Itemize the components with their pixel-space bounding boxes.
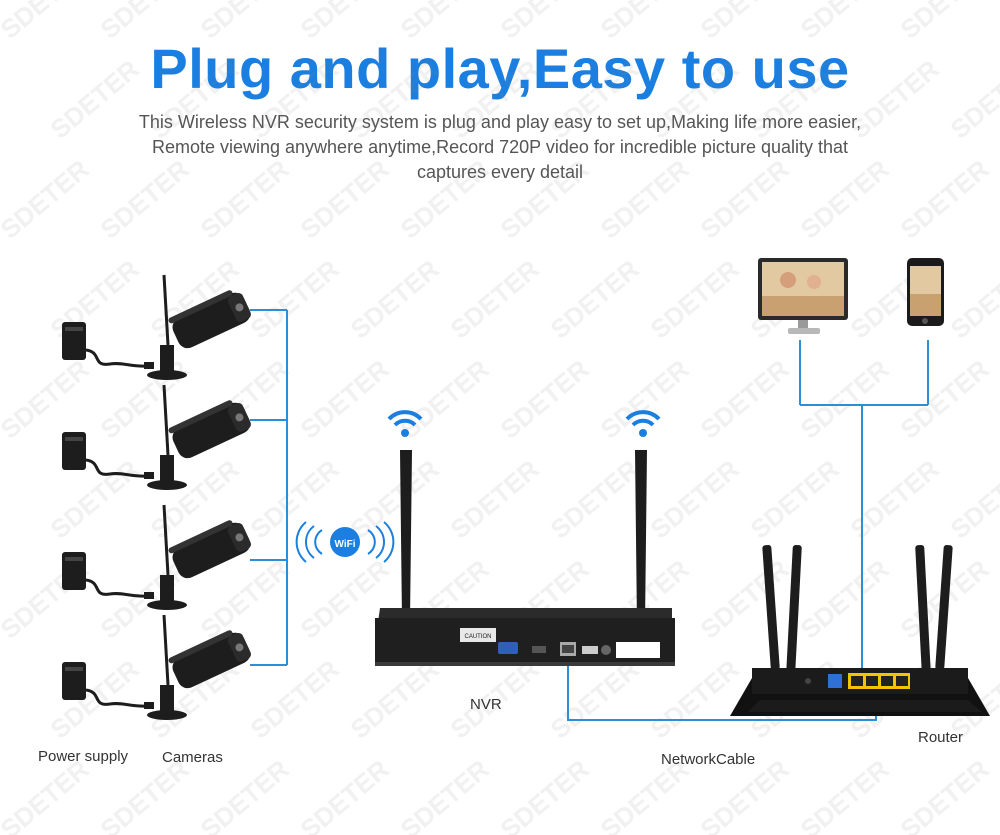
watermark-text: SDETER [795,354,895,445]
power-adapter-icon [62,552,154,599]
watermark-text: SDETER [695,554,795,645]
watermark-text: SDETER [395,754,495,835]
watermark-text: SDETER [45,454,145,545]
bullet-camera-icon [147,504,251,610]
watermark-text: SDETER [395,154,495,245]
watermark-text: SDETER [545,254,645,345]
watermark-text: SDETER [45,54,145,145]
watermark-text: SDETER [795,554,895,645]
bullet-camera-icon [147,274,251,380]
watermark-text: SDETER [545,454,645,545]
watermark-text: SDETER [645,54,745,145]
watermark-text: SDETER [795,0,895,45]
watermark-text: SDETER [695,0,795,45]
watermark-text: SDETER [795,754,895,835]
watermark-text: SDETER [345,454,445,545]
power-supply-label: Power supply [38,748,129,765]
watermark-text: SDETER [245,654,345,745]
bullet-camera-icon [147,384,251,490]
nvr-label: NVR [470,696,502,713]
watermark-text: SDETER [495,354,595,445]
watermark-text: SDETER [295,754,395,835]
watermark-text: SDETER [645,454,745,545]
monitor-icon [758,258,848,334]
watermark-text: SDETER [695,354,795,445]
router-device [730,544,990,716]
watermark-text: SDETER [945,454,1000,545]
watermark-text: SDETER [245,454,345,545]
router-label: Router [918,729,964,746]
cameras-label: Cameras [162,749,223,766]
watermark-text: SDETER [845,54,945,145]
subtitle: This Wireless NVR security system is plu… [80,110,920,185]
watermark-text: SDETER [745,454,845,545]
subtitle-line-3: captures every detail [416,162,584,182]
wifi-icon [387,410,423,437]
svg-text:CAUTION: CAUTION [465,634,492,640]
cameras-group [147,274,251,720]
subtitle-line-1: This Wireless NVR security system is plu… [138,112,862,132]
watermark-text: SDETER [345,254,445,345]
watermark-text: SDETER [445,54,545,145]
watermark-text: SDETER [795,154,895,245]
watermark-text: SDETER [195,154,295,245]
watermark-text: SDETER [745,54,845,145]
nvr-device: CAUTION [375,410,675,666]
watermark-text: SDETER [445,454,545,545]
watermark-text: SDETER [895,354,995,445]
watermark-text: SDETER [545,654,645,745]
watermark-text: SDETER [395,0,495,45]
page-title: Plug and play,Easy to use [150,37,850,100]
watermark-text: SDETER [45,254,145,345]
watermark-text: SDETER [845,454,945,545]
watermark-text: SDETER [45,654,145,745]
watermark-text: SDETER [0,754,95,835]
power-supply-group [62,322,154,709]
watermark-text: SDETER [145,54,245,145]
watermark-text: SDETER [95,154,195,245]
watermark-text: SDETER [0,354,95,445]
power-adapter-icon [62,322,154,369]
watermark-text: SDETER [0,0,95,45]
watermark-text: SDETER [245,254,345,345]
watermark-text: SDETER [645,254,745,345]
bullet-camera-icon [147,614,251,720]
wifi-signal-icon: WiFi [295,521,395,563]
watermark-text: SDETER [945,54,1000,145]
smartphone-icon [907,258,944,326]
watermark-text: SDETER [695,154,795,245]
watermark-text: SDETER [345,54,445,145]
subtitle-line-2: Remote viewing anywhere anytime,Record 7… [151,137,849,157]
watermark-text: SDETER [345,654,445,745]
wifi-badge-label: WiFi [334,539,355,550]
watermark-text: SDETER [295,354,395,445]
watermark-text: SDETER [895,754,995,835]
wifi-icon [625,410,661,437]
power-adapter-icon [62,662,154,709]
watermark-text: SDETER [595,0,695,45]
watermark-text: SDETER [295,0,395,45]
watermark-text: SDETER [295,154,395,245]
power-adapter-icon [62,432,154,479]
watermark-text: SDETER [495,154,595,245]
watermark-text: SDETER [895,0,995,45]
watermark-text: SDETER [395,354,495,445]
watermark-text: SDETER [895,154,995,245]
watermark-text: SDETER [495,754,595,835]
network-cable-label: NetworkCable [661,751,756,768]
watermark-text: SDETER [195,0,295,45]
watermark-text: SDETER [645,654,745,745]
watermark-text: SDETER [445,254,545,345]
watermark-text: SDETER [945,254,1000,345]
watermark-text: SDETER [595,154,695,245]
watermark-text: SDETER [495,0,595,45]
watermark-text: SDETER [0,154,95,245]
client-connector-lines [799,340,929,682]
watermark-text: SDETER [245,54,345,145]
watermark-text: SDETER [95,0,195,45]
watermark-text: SDETER [545,54,645,145]
camera-connector-lines [250,309,288,666]
